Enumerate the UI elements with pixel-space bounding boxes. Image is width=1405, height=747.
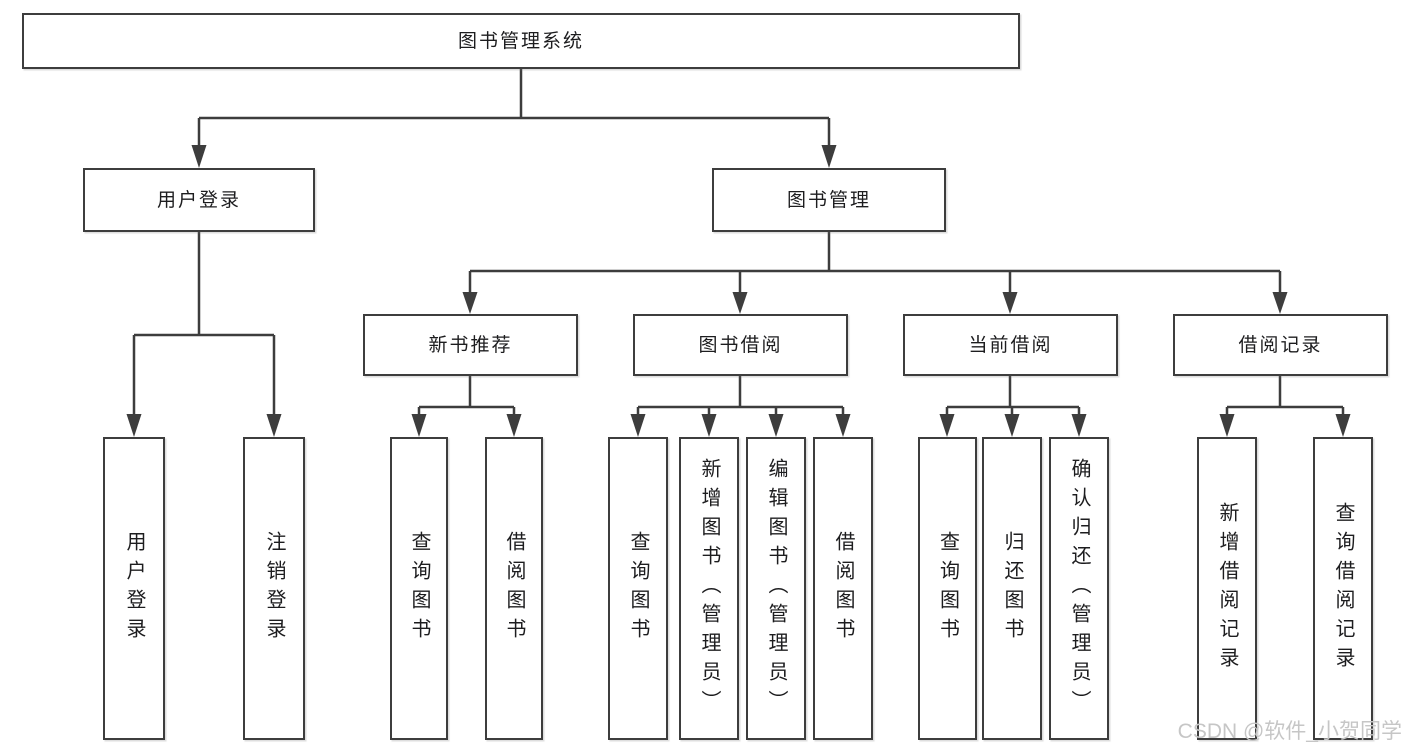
leaf-records-add-record-label: 新增借阅记录: [1216, 501, 1238, 676]
node-root: 图书管理系统: [22, 13, 1020, 69]
leaf-user-login: 用户登录: [103, 437, 165, 740]
leaf-current-confirm-return-admin: 确认归还（管理员）: [1049, 437, 1109, 740]
node-book-borrow: 图书借阅: [633, 314, 848, 376]
leaf-records-add-record: 新增借阅记录: [1197, 437, 1257, 740]
leaf-recommend-borrow-book: 借阅图书: [485, 437, 543, 740]
leaf-current-query-book: 查询图书: [918, 437, 977, 740]
arrowheads: [126, 145, 1351, 437]
csdn-watermark: CSDN @软件_小贺同学: [1177, 720, 1402, 743]
node-user-login-label: 用户登录: [156, 189, 241, 211]
leaf-borrow-borrow-book-label: 借阅图书: [832, 530, 854, 647]
leaf-recommend-query-book-label: 查询图书: [408, 530, 430, 647]
node-new-book-recommend-label: 新书推荐: [428, 334, 513, 356]
leaf-current-query-book-label: 查询图书: [936, 530, 959, 647]
leaf-borrow-query-book-label: 查询图书: [627, 530, 649, 647]
leaf-borrow-edit-book-admin: 编辑图书（管理员）: [746, 437, 806, 740]
leaf-logout-label: 注销登录: [263, 530, 285, 647]
node-current-borrow: 当前借阅: [903, 314, 1118, 376]
leaf-logout: 注销登录: [243, 437, 305, 740]
leaf-borrow-add-book-admin-label: 新增图书（管理员）: [698, 458, 720, 719]
node-current-borrow-label: 当前借阅: [968, 334, 1053, 356]
leaf-current-confirm-return-admin-label: 确认归还（管理员）: [1068, 458, 1090, 719]
leaf-borrow-add-book-admin: 新增图书（管理员）: [679, 437, 739, 740]
node-book-mgmt-label: 图书管理: [786, 189, 871, 211]
leaf-current-return-book: 归还图书: [982, 437, 1042, 740]
connector-paths: [132, 69, 1345, 415]
node-new-book-recommend: 新书推荐: [363, 314, 578, 376]
node-borrow-records: 借阅记录: [1173, 314, 1388, 376]
leaf-recommend-query-book: 查询图书: [390, 437, 448, 740]
node-user-login: 用户登录: [83, 168, 315, 232]
leaf-borrow-query-book: 查询图书: [608, 437, 668, 740]
leaf-user-login-label: 用户登录: [123, 530, 145, 647]
node-root-label: 图书管理系统: [457, 30, 584, 52]
leaf-current-return-book-label: 归还图书: [1001, 530, 1023, 647]
leaf-borrow-edit-book-admin-label: 编辑图书（管理员）: [765, 458, 787, 719]
leaf-borrow-borrow-book: 借阅图书: [813, 437, 873, 740]
leaf-records-query-record-label: 查询借阅记录: [1332, 501, 1354, 676]
leaf-records-query-record: 查询借阅记录: [1313, 437, 1373, 740]
node-book-mgmt: 图书管理: [712, 168, 946, 232]
leaf-recommend-borrow-book-label: 借阅图书: [503, 530, 525, 647]
node-book-borrow-label: 图书借阅: [698, 334, 783, 356]
node-borrow-records-label: 借阅记录: [1238, 334, 1323, 356]
